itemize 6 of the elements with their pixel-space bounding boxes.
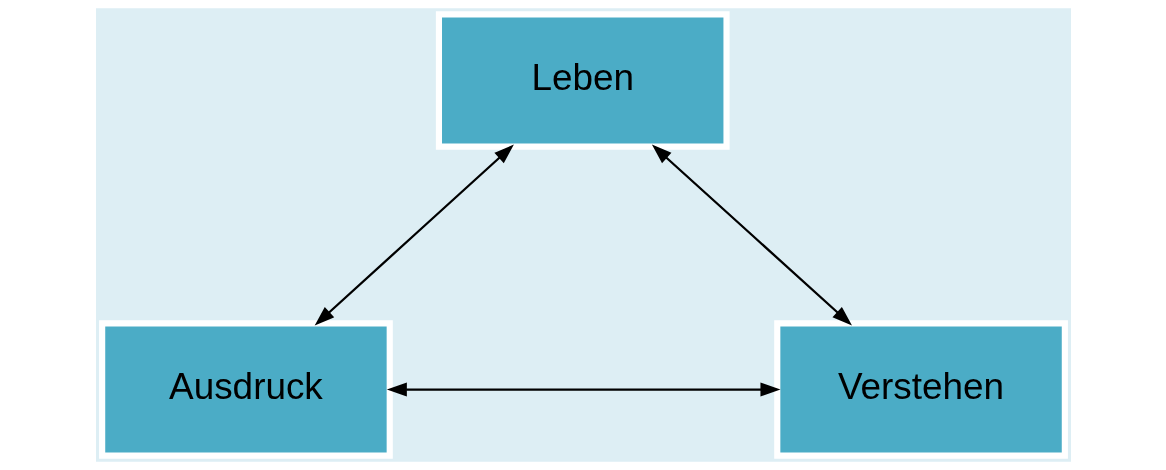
arrow [386,382,780,397]
node-box: Leben [435,11,730,150]
arrow [651,144,852,326]
arrow [314,144,514,326]
node-box: Ausdruck [98,320,393,459]
node-box: Verstehen [773,320,1068,459]
